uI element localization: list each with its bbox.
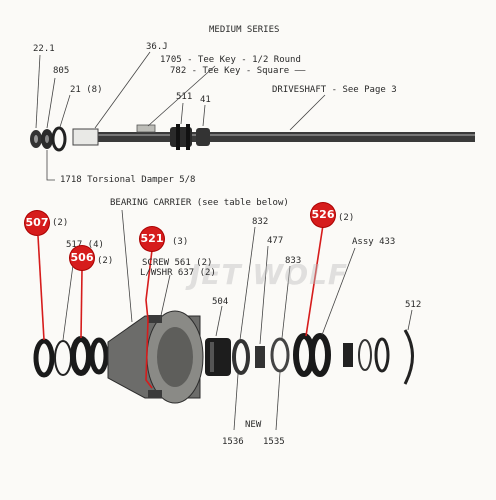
label-22-1: 22.1 [33, 44, 55, 54]
label-504: 504 [212, 297, 229, 307]
label-lwshr: L/WSHR 637 (2) [140, 268, 216, 278]
part-1536 [232, 339, 250, 375]
part-477 [255, 346, 265, 368]
label-477: 477 [267, 236, 284, 246]
bearing-carrier-assembly [33, 209, 414, 431]
label-512: 512 [405, 300, 422, 310]
label-782: 782 - Tee Key - Square —— [170, 66, 306, 76]
badge-521-qty: (3) [172, 237, 189, 247]
part-504 [205, 338, 231, 376]
part-507 [33, 338, 55, 378]
label-assy-433: Assy 433 [352, 237, 396, 247]
label-36: 36.J [146, 42, 168, 52]
label-1535: 1535 [263, 437, 285, 447]
label-511: 511 [176, 92, 193, 102]
label-1536: 1536 [222, 437, 244, 447]
badge-526-qty: (2) [338, 213, 355, 223]
part-1535 [270, 337, 290, 373]
badge-506[interactable]: 506 [70, 246, 94, 270]
label-21: 21 (8) [70, 85, 103, 95]
label-517: 517 (4) [66, 240, 104, 250]
part-21 [51, 126, 67, 152]
driveshaft [95, 132, 475, 142]
label-screw: SCREW 561 (2) [142, 258, 213, 268]
part-512 [403, 329, 414, 385]
part-506 [70, 336, 92, 376]
badge-521[interactable]: 521 [140, 227, 164, 251]
driveshaft-assembly [30, 51, 475, 181]
label-832: 832 [252, 217, 269, 227]
label-new: NEW [245, 420, 262, 430]
watermark: JET WOLF [190, 258, 349, 291]
badge-526[interactable]: 526 [311, 203, 335, 227]
label-833: 833 [285, 256, 302, 266]
label-1705: 1705 - Tee Key - 1/2 Round [160, 55, 301, 65]
coupling-41 [196, 128, 210, 146]
label-1718: 1718 Torsional Damper 5/8 [60, 175, 196, 185]
spline-end [72, 128, 99, 146]
label-805: 805 [53, 66, 70, 76]
badge-506-qty: (2) [97, 256, 114, 266]
label-driveshaft: DRIVESHAFT - See Page 3 [272, 85, 397, 95]
diagram-title: MEDIUM SERIES [209, 25, 280, 35]
badge-507-qty: (2) [52, 218, 69, 228]
label-41: 41 [200, 95, 211, 105]
label-bearing-carrier: BEARING CARRIER (see table below) [110, 198, 289, 208]
badge-507[interactable]: 507 [25, 211, 49, 235]
